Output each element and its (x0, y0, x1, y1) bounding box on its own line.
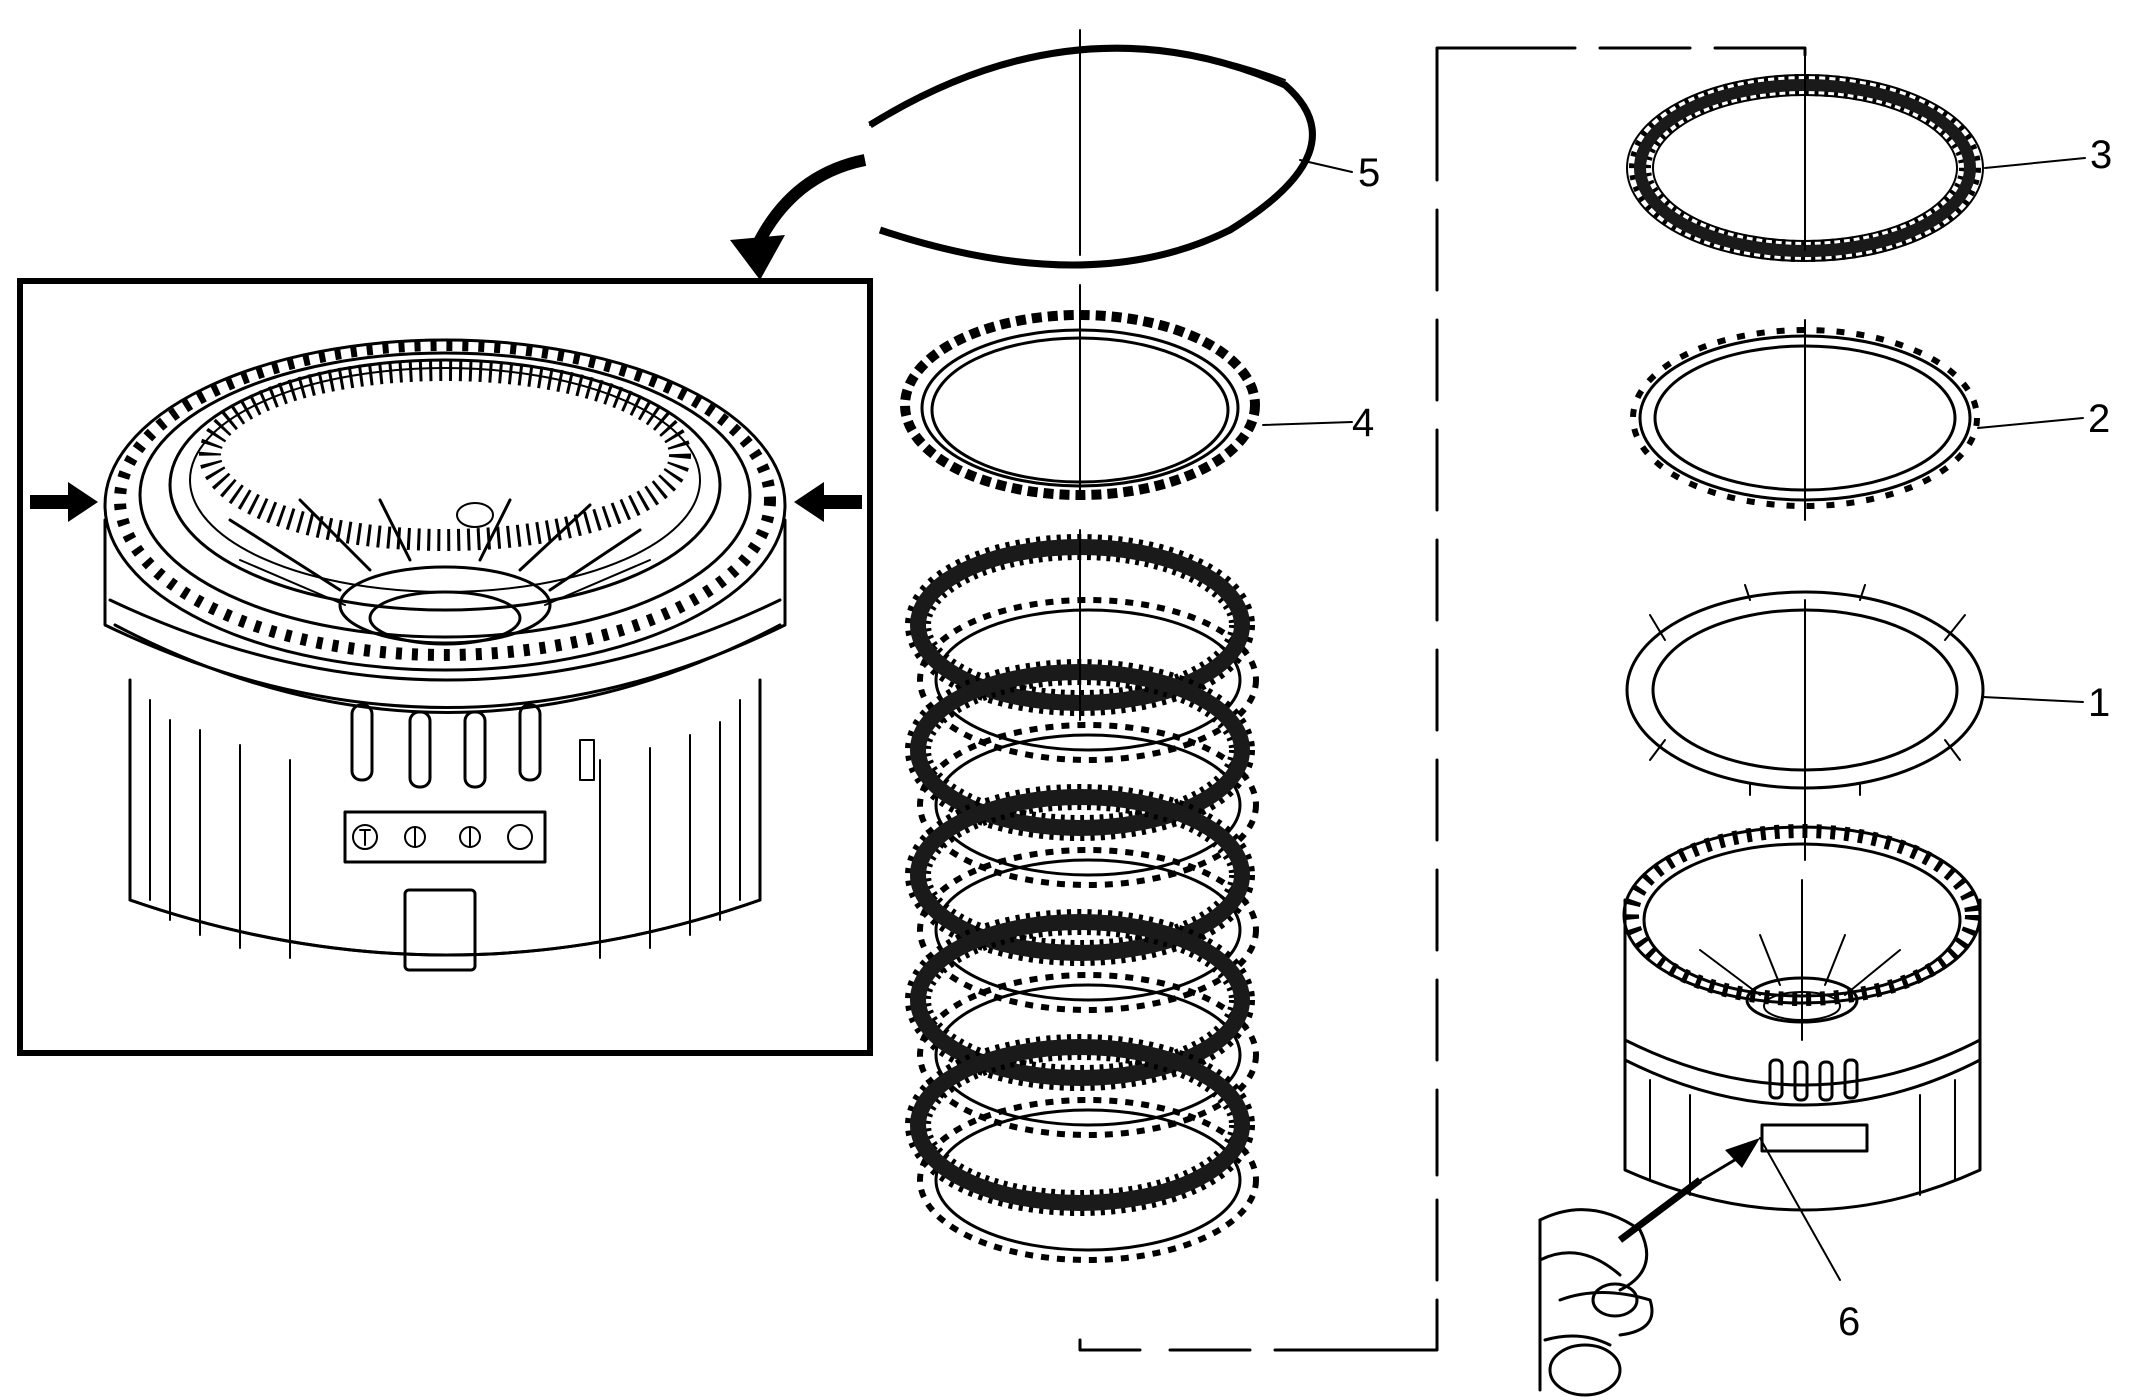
steel-plate-inner-2 (934, 733, 1242, 877)
friction-plate-core-3 (910, 789, 1250, 961)
air-nozzle-icon (1538, 1138, 1760, 1397)
stack-connector (1078, 46, 1807, 1352)
callout-3: 3 (2090, 133, 2112, 177)
clutch-housing-detail (103, 338, 787, 972)
steel-plate-inner-3 (934, 858, 1242, 1002)
detail-inset (17, 278, 873, 1056)
curved-arrow-icon (730, 154, 867, 280)
arrow-right-icon (30, 482, 98, 522)
callouts: 5 4 3 2 1 6 (1262, 133, 2112, 1344)
callout-4: 4 (1352, 401, 1374, 445)
steel-plate-3 (917, 847, 1259, 1013)
steel-plate-2 (917, 722, 1259, 888)
steel-plate-1 (917, 597, 1259, 763)
arrow-left-icon (794, 482, 862, 522)
steel-plate-inner-1 (934, 608, 1242, 752)
callout-2: 2 (2088, 397, 2110, 441)
friction-plate-core-5 (910, 1039, 1250, 1211)
callout-5: 5 (1358, 151, 1380, 195)
snap-ring (868, 44, 1316, 269)
steel-plate-5 (917, 1097, 1259, 1263)
steel-plate-4 (917, 972, 1259, 1138)
callout-6: 6 (1838, 1300, 1860, 1344)
clutch-housing-small (1622, 824, 1982, 1212)
steel-plate-inner-5 (934, 1108, 1242, 1252)
friction-plate-core-4 (910, 914, 1250, 1086)
steel-plate-inner-4 (934, 983, 1242, 1127)
right-stack (1538, 54, 1985, 1397)
callout-1: 1 (2088, 681, 2110, 725)
plate-stack (905, 534, 1259, 1263)
center-stack (868, 29, 1316, 1263)
